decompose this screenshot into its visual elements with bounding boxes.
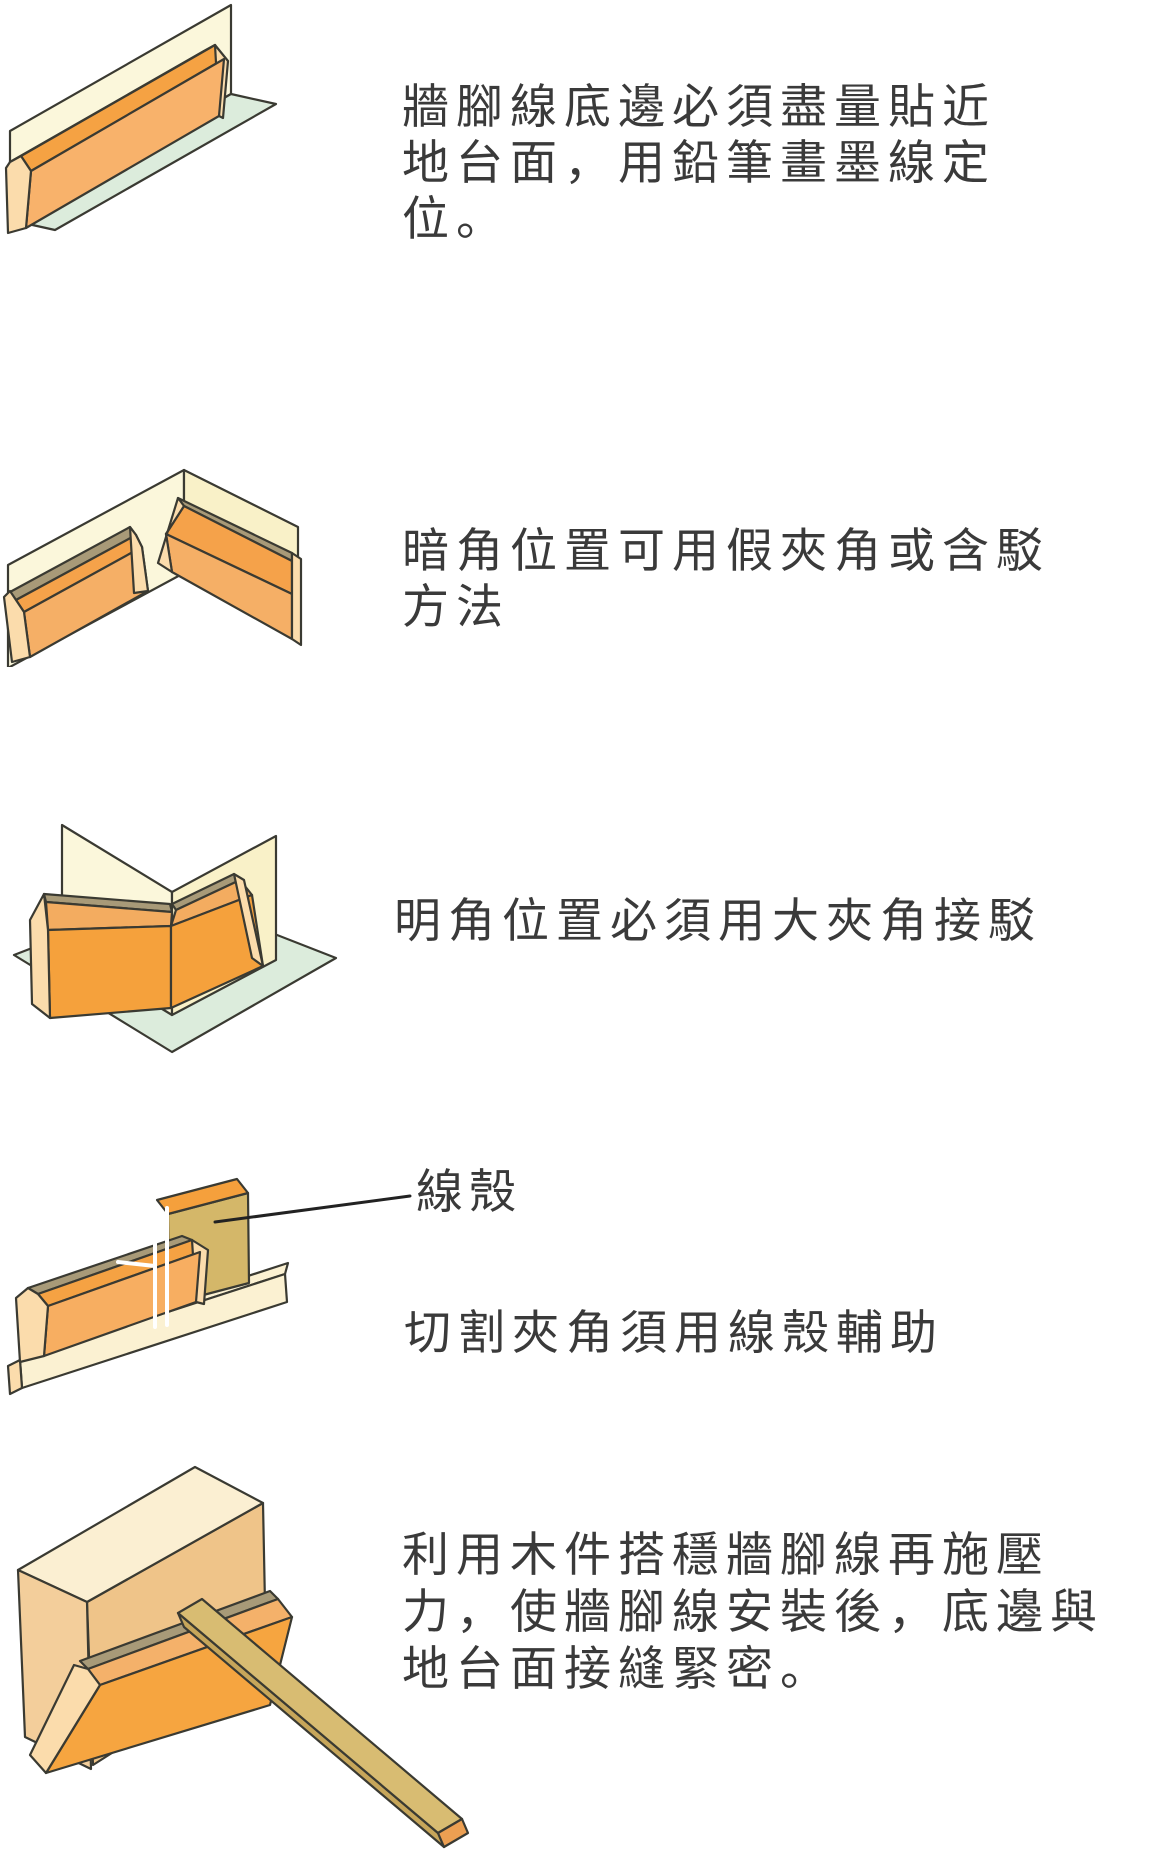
right-board-cut-face (156, 496, 186, 574)
caption-line: 利用木件搭穩牆腳線再施壓 (402, 1530, 1050, 1582)
pointer-label-mitre-box: 線殼 (416, 1167, 522, 1219)
caption-line: 位。 (402, 194, 510, 246)
caption-line: 明角位置必須用大夾角接駁 (394, 896, 1042, 948)
caption-step-5: 利用木件搭穩牆腳線再施壓 力，使牆腳線安裝後，底邊與 地台面接縫緊密。 (402, 1528, 1104, 1699)
right-board-end-cap (290, 551, 303, 647)
caption-line: 切割夾角須用線殼輔助 (404, 1308, 944, 1360)
caption-line: 暗角位置可用假夾角或含駁 (402, 526, 1050, 578)
caption-line: 地台面，用鉛筆畫墨線定 (402, 138, 996, 190)
left-board-front (46, 924, 173, 1020)
figure-inner-corner (2, 468, 303, 667)
figure-mitre-box (6, 1177, 412, 1396)
caption-step-2: 暗角位置可用假夾角或含駁 方法 (402, 524, 1050, 636)
right-board-cut-face (232, 872, 265, 968)
figure-wood-stick-press (16, 1465, 470, 1849)
saw-kerf-line-3 (116, 1260, 157, 1268)
skirting-end-cap (14, 1286, 50, 1364)
figure-outer-corner (12, 823, 338, 1054)
pointer-line (213, 1194, 412, 1224)
skirting-end-cap (4, 154, 33, 235)
left-board-cut-face (128, 525, 150, 595)
caption-line: 方法 (402, 582, 510, 634)
base-end-cap (6, 1358, 24, 1396)
mitre-box-back-board-top (155, 1177, 250, 1216)
left-board-cut-face (28, 892, 52, 1020)
skirting-end-cap (28, 1663, 102, 1775)
caption-line: 力，使牆腳線安裝後，底邊與 (402, 1587, 1104, 1639)
left-board-end-cap (2, 589, 32, 664)
caption-step-4: 切割夾角須用線殼輔助 (404, 1306, 944, 1362)
caption-line: 地台面接縫緊密。 (402, 1644, 834, 1696)
caption-line: 牆腳線底邊必須盡量貼近 (402, 82, 996, 134)
caption-step-1: 牆腳線底邊必須盡量貼近 地台面，用鉛筆畫墨線定 位。 (402, 80, 996, 248)
stick-end-face (436, 1817, 470, 1849)
caption-step-3: 明角位置必須用大夾角接駁 (394, 894, 1042, 950)
figure-skirting-against-wall (4, 3, 278, 235)
